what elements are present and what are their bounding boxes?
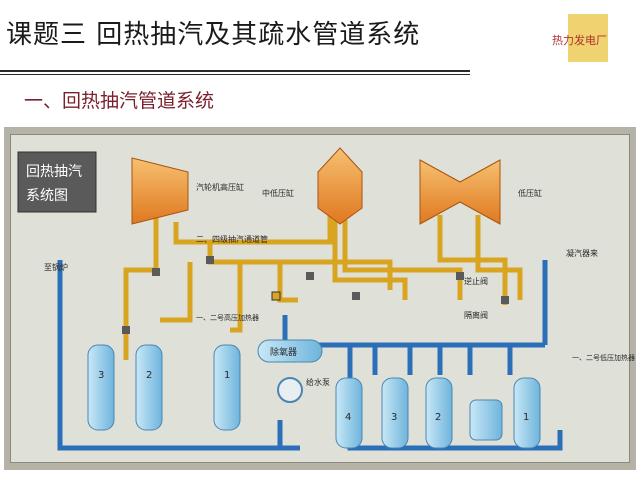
lp-heater-2-number: 2 <box>435 412 441 423</box>
valve <box>206 256 214 264</box>
lp-heater-1-number: 1 <box>523 412 529 423</box>
hp-heaters: 3 2 1 <box>87 344 241 431</box>
valves <box>122 256 509 334</box>
ip-turbine-label: 中低压缸 <box>262 188 294 198</box>
hp-heater-2-number: 2 <box>146 370 152 381</box>
cold-reheat-label: 二、四级抽汽通道管 <box>196 234 268 244</box>
valve <box>352 292 360 300</box>
diagram-title-box <box>17 151 97 213</box>
deaerator <box>257 339 323 363</box>
lp-heater-label: 一、二号低压加热器 <box>572 353 635 362</box>
drain-cooler <box>469 399 503 441</box>
lp-turbine <box>419 159 501 225</box>
feed-pump <box>277 377 303 403</box>
steam-pipes <box>123 215 523 360</box>
hp-heater-label: 一、二号高压加热器 <box>196 313 259 322</box>
hp-heater-1 <box>213 344 241 431</box>
deaerator-label: 除氧器 <box>270 346 297 358</box>
hp-heater-3-number: 3 <box>98 370 104 381</box>
diagram-title-line2: 系统图 <box>26 188 68 204</box>
section-subtitle: 一、回热抽汽管道系统 <box>24 90 215 112</box>
title-divider <box>0 70 470 72</box>
hp-turbine-label: 汽轮机高压缸 <box>196 182 244 192</box>
logo-emblem <box>568 14 608 62</box>
check-valve-label: 逆止阀 <box>464 276 488 286</box>
lp-heater-4 <box>335 377 363 449</box>
valve <box>122 326 130 334</box>
hp-heater-3 <box>87 344 115 431</box>
slide-title: 课题三 回热抽汽及其疏水管道系统 <box>6 20 421 50</box>
feed-pump-label: 给水泵 <box>306 377 330 387</box>
valve <box>152 268 160 276</box>
title-divider-thin <box>0 74 470 75</box>
lp-heater-1 <box>513 377 541 449</box>
lp-heater-3 <box>381 377 409 449</box>
lp-heater-3-number: 3 <box>391 412 397 423</box>
lp-turbine-label: 低压缸 <box>518 188 542 198</box>
valve <box>306 272 314 280</box>
logo-text: 热力发电厂 <box>552 34 607 47</box>
lp-heater-4-number: 4 <box>345 412 351 423</box>
hp-heater-1-number: 1 <box>224 370 230 381</box>
hp-turbine <box>131 157 189 225</box>
to-boiler-label: 至锅炉 <box>44 262 68 272</box>
diagram-title-line1: 回热抽汽 <box>26 164 82 180</box>
lp-heater-2 <box>425 377 453 449</box>
valve <box>456 272 464 280</box>
ip-turbine <box>317 147 363 225</box>
valve <box>501 296 509 304</box>
isolation-valve-label: 隔离阀 <box>464 310 488 320</box>
condensate-in-label: 凝汽器来 <box>566 248 598 258</box>
lp-heaters: 4 3 2 1 <box>335 377 541 449</box>
valve <box>271 291 281 301</box>
hp-heater-2 <box>135 344 163 431</box>
